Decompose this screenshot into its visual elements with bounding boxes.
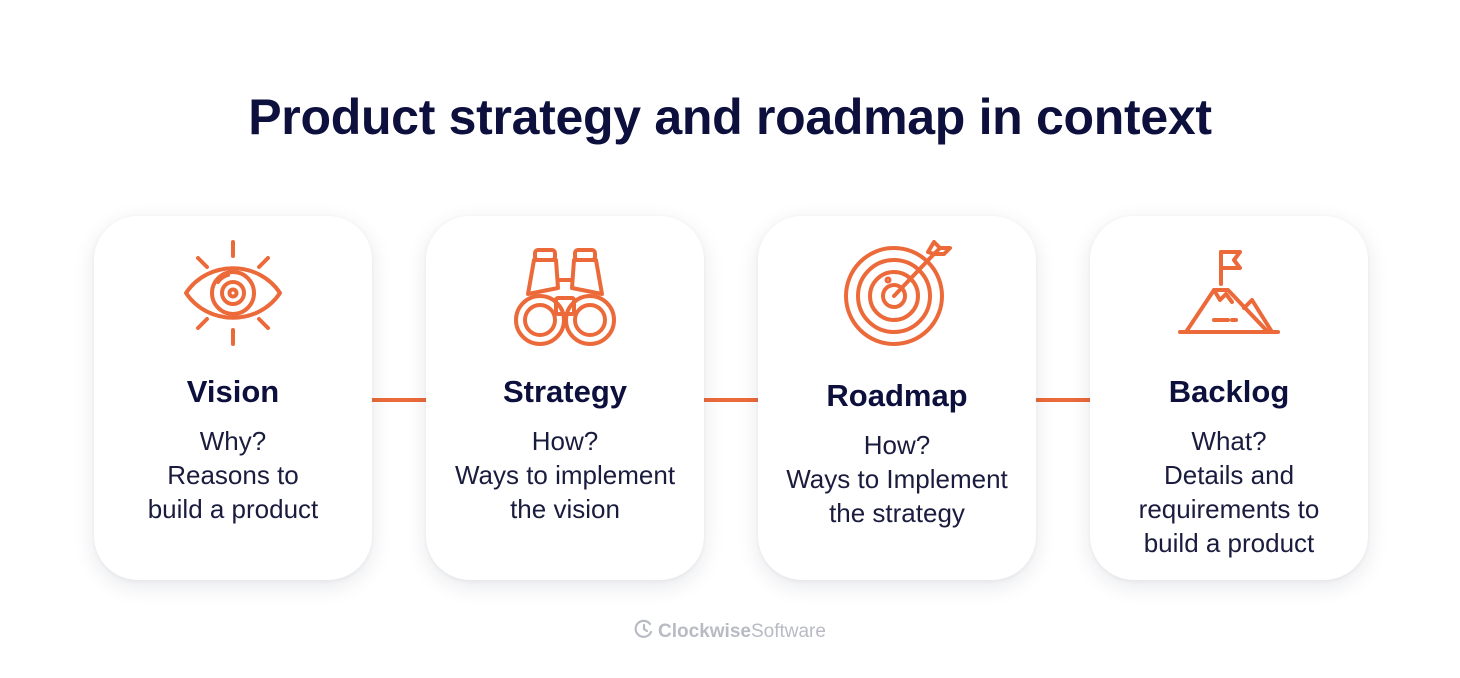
stage-question: What? [1191, 426, 1267, 456]
stage-card-backlog: Backlog What? Details and requirements t… [1090, 216, 1368, 580]
target-arrow-icon [842, 238, 952, 348]
brand-watermark: ClockwiseSoftware [0, 619, 1460, 645]
brand-name-bold: Clockwise [658, 621, 751, 643]
stage-question: How? [863, 430, 931, 460]
stage-description: Reasons to build a product [147, 460, 319, 524]
stage-name: Vision [186, 374, 280, 409]
connector-strategy-roadmap [702, 398, 760, 402]
clock-logo-icon [634, 619, 654, 645]
page-title: Product strategy and roadmap in context [248, 89, 1212, 145]
stage-card-roadmap: Roadmap How? Ways to Implement the strat… [758, 216, 1036, 580]
binoculars-icon [510, 238, 620, 348]
brand-name-light: Software [750, 621, 826, 643]
stage-name: Strategy [502, 374, 628, 409]
stage-description: Ways to Implement the strategy [786, 464, 1008, 528]
eye-icon [178, 238, 288, 348]
stage-question: Why? [199, 426, 267, 456]
stage-name: Backlog [1168, 374, 1290, 409]
stage-card-strategy: Strategy How? Ways to implement the visi… [426, 216, 704, 580]
stage-name: Roadmap [826, 378, 968, 413]
stage-description: Ways to implement the vision [454, 460, 676, 524]
stage-description: Details and requirements to build a prod… [1138, 460, 1320, 558]
stage-card-vision: Vision Why? Reasons to build a product [94, 216, 372, 580]
mountain-flag-icon [1174, 238, 1284, 348]
connector-roadmap-backlog [1034, 398, 1092, 402]
stage-question: How? [531, 426, 599, 456]
connector-vision-strategy [370, 398, 428, 402]
